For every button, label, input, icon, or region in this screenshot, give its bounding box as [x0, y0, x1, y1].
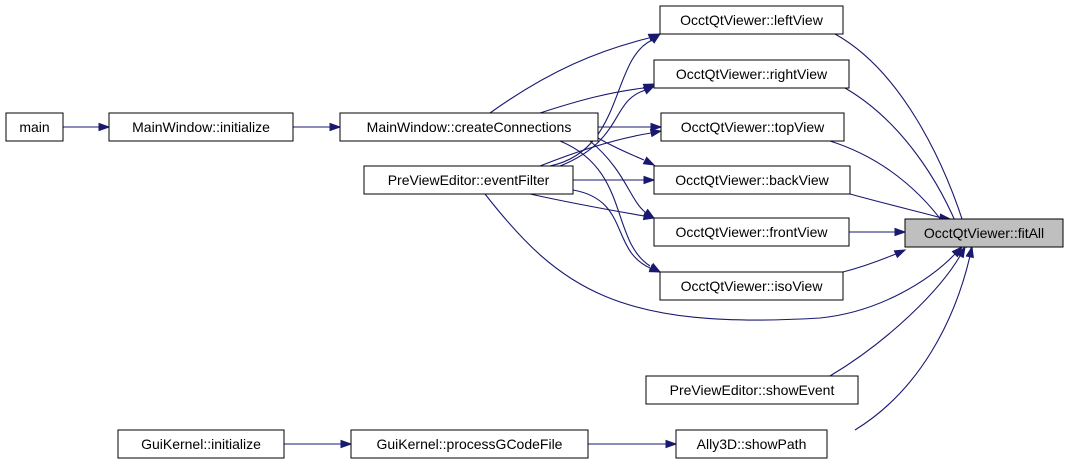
node-left-view[interactable]: OcctQtViewer::leftView: [659, 5, 844, 35]
node-label: OcctQtViewer::leftView: [680, 12, 824, 28]
node-label: OcctQtViewer::isoView: [681, 278, 824, 294]
node-show-path[interactable]: Ally3D::showPath: [675, 429, 828, 459]
node-back-view[interactable]: OcctQtViewer::backView: [653, 165, 851, 195]
node-gk-init[interactable]: GuiKernel::initialize: [117, 429, 285, 459]
edge-main-to-mw-init: [63, 122, 111, 132]
edge-show-path-to-fit-all: [854, 245, 974, 431]
node-box: [659, 5, 844, 35]
node-label: OcctQtViewer::rightView: [676, 66, 828, 82]
node-label: Ally3D::showPath: [697, 436, 807, 452]
node-label: OcctQtViewer::topView: [681, 119, 825, 135]
edge-iso-view-to-fit-all: [842, 249, 907, 273]
node-box: [117, 429, 285, 459]
node-box: [350, 429, 589, 459]
edge-layer: [63, 33, 974, 449]
edge-left-view-to-fit-all: [834, 33, 972, 249]
edge-create-conn-to-back-view: [597, 137, 656, 166]
node-front-view[interactable]: OcctQtViewer::frontView: [653, 217, 850, 247]
node-fit-all[interactable]: OcctQtViewer::fitAll: [904, 218, 1064, 248]
edge-event-filter-to-top-view: [539, 128, 663, 167]
node-label: OcctQtViewer::fitAll: [924, 225, 1044, 241]
edge-process-gcode-to-show-path: [588, 439, 678, 449]
edge-event-filter-to-fit-all: [484, 193, 964, 321]
node-box: [653, 217, 850, 247]
node-event-filter[interactable]: PreViewEditor::eventFilter: [363, 165, 574, 195]
node-label: PreViewEditor::eventFilter: [388, 172, 550, 188]
node-right-view[interactable]: OcctQtViewer::rightView: [653, 59, 850, 89]
node-layer: main MainWindow::initialize MainWindow::cr…: [5, 5, 1064, 459]
node-box: [675, 429, 828, 459]
node-box: [659, 271, 844, 301]
node-box: [108, 112, 294, 142]
node-box: [339, 112, 599, 142]
node-label: GuiKernel::processGCodeFile: [377, 436, 563, 452]
node-label: OcctQtViewer::frontView: [676, 224, 829, 240]
node-label: MainWindow::initialize: [132, 119, 270, 135]
edge-front-view-to-fit-all: [849, 227, 907, 237]
node-box: [5, 112, 64, 142]
edge-back-view-to-fit-all: [849, 193, 952, 222]
edge-create-conn-to-left-view: [489, 33, 661, 114]
edge-event-filter-to-front-view: [529, 193, 656, 221]
node-box: [645, 375, 859, 405]
node-show-event[interactable]: PreViewEditor::showEvent: [645, 375, 859, 405]
node-create-conn[interactable]: MainWindow::createConnections: [339, 112, 599, 142]
node-label: main: [19, 119, 49, 135]
edge-show-event-to-fit-all: [829, 245, 966, 377]
node-label: OcctQtViewer::backView: [675, 172, 829, 188]
node-main[interactable]: main: [5, 112, 64, 142]
edge-event-filter-to-right-view: [559, 85, 656, 167]
node-mw-init[interactable]: MainWindow::initialize: [108, 112, 294, 142]
edge-event-filter-to-back-view: [573, 175, 656, 185]
node-label: PreViewEditor::showEvent: [670, 382, 835, 398]
node-process-gcode[interactable]: GuiKernel::processGCodeFile: [350, 429, 589, 459]
node-iso-view[interactable]: OcctQtViewer::isoView: [659, 271, 844, 301]
edge-event-filter-to-left-view: [549, 33, 662, 167]
node-box: [904, 218, 1064, 248]
edge-mw-init-to-create-conn: [293, 122, 342, 132]
node-box: [660, 112, 845, 142]
node-label: MainWindow::createConnections: [367, 119, 572, 135]
node-box: [653, 165, 851, 195]
edge-event-filter-to-iso-view: [572, 189, 662, 273]
edge-create-conn-to-top-view: [598, 122, 663, 132]
edge-gk-init-to-process-gcode: [284, 439, 353, 449]
node-top-view[interactable]: OcctQtViewer::topView: [660, 112, 845, 142]
edge-create-conn-to-right-view: [539, 83, 656, 114]
node-label: GuiKernel::initialize: [141, 436, 261, 452]
node-box: [363, 165, 574, 195]
node-box: [653, 59, 850, 89]
